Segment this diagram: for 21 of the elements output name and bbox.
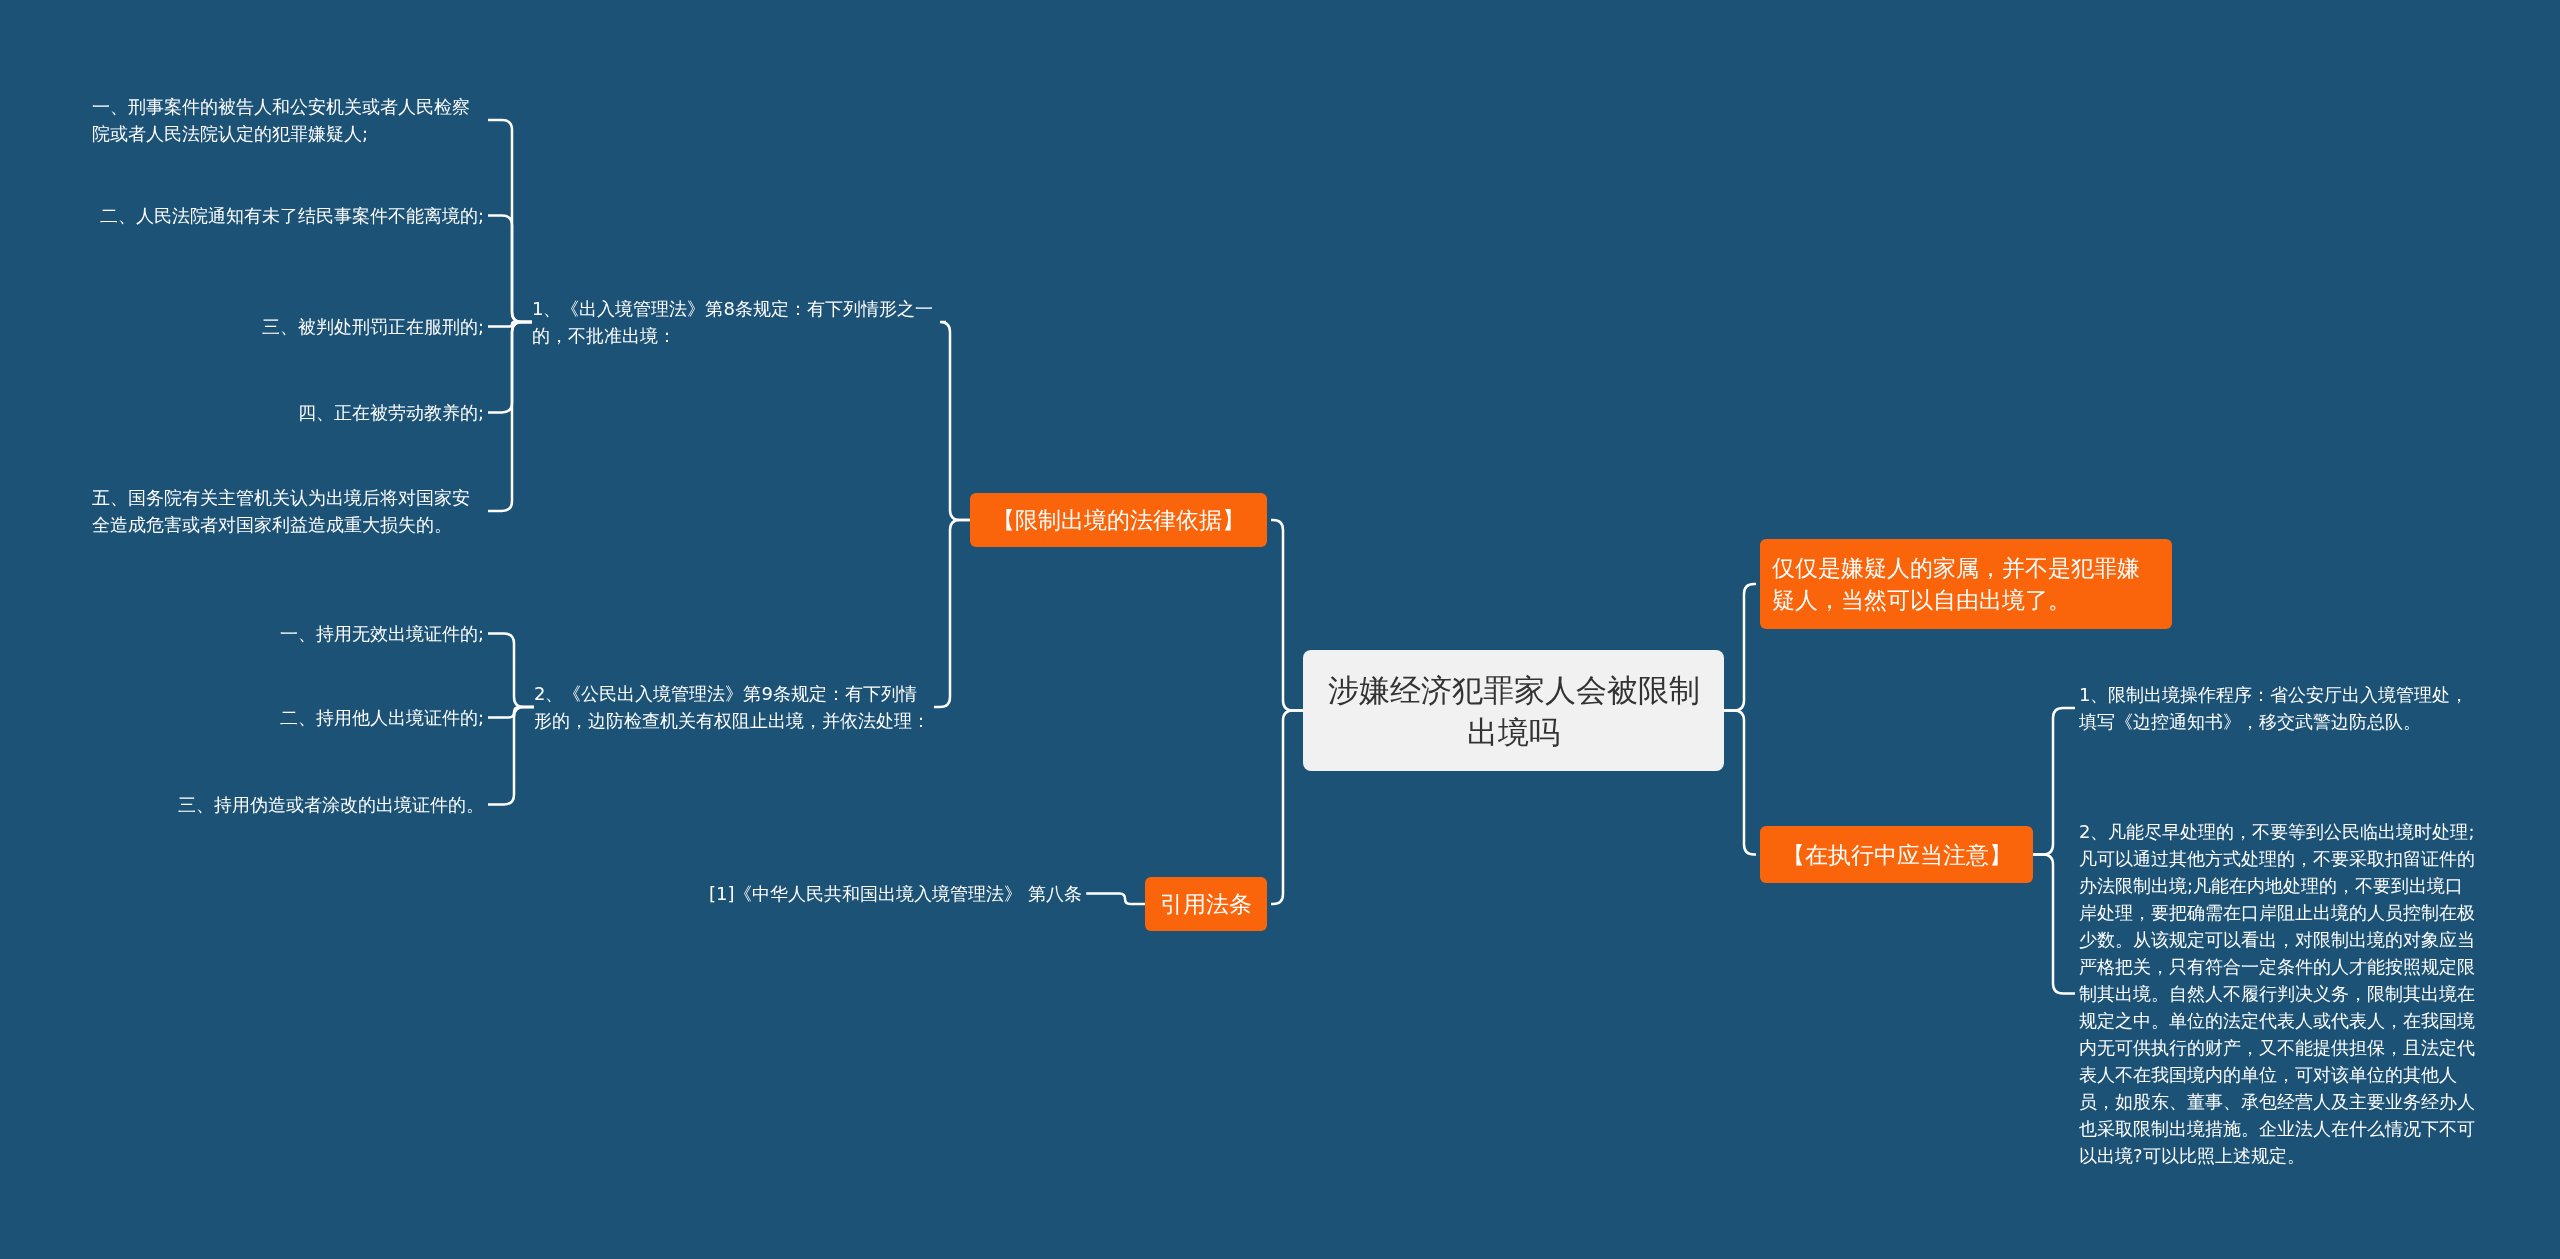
central-topic-box: 涉嫌经济犯罪家人会被限制出境吗 (1303, 650, 1724, 771)
topic-text: 三、持用伪造或者涂改的出境证件的。 (178, 791, 484, 818)
topic-text: 2、《公民出入境管理法》第9条规定：有下列情形的，边防检查机关有权阻止出境，并依法处理： (534, 680, 930, 734)
topic-text: 二、人民法院通知有未了结民事案件不能离境的; (99, 202, 484, 229)
topic-text: 三、被判处刑罚正在服刑的; (261, 313, 484, 340)
topic-text: [1]《中华人民共和国出境入境管理法》 第八条 (709, 880, 1083, 907)
connector-line (1271, 709, 1303, 906)
topic-text: 1、《出入境管理法》第8条规定：有下列情形之一的，不批准出境： (532, 295, 942, 349)
topic-text: 2、凡能尽早处理的，不要等到公民临出境时处理;凡可以通过其他方式处理的，不要采取扣留证件的办法限制出境;凡能在内地处理的，不要到出境口岸处理，要把确需在口岸阻止出境的人员控制在极少数。从该规定可以看出，对限制出境的对象应当严格把关，只有符合一定条件的人才能按照规定限制其出境。自然人不履行判决义务，限制其出境在规定之中。单位的法定代表人或代表人，在我国境内无可供执行的财产，又不能提供担保，且法定代表人不在我国境内的单位，可对该单位的其他人员，如股东、董事、承包经营人及主要业务经办人也采取限制出境措施。企业法人在什么情况下不可以出境?可以比照上述规定。 (2079, 818, 2479, 1169)
topic-box: 仅仅是嫌疑人的家属，并不是犯罪嫌疑人，当然可以自由出境了。 (1760, 539, 2172, 629)
topic-box: 【限制出境的法律依据】 (970, 493, 1267, 547)
topic-text: 一、持用无效出境证件的; (279, 620, 484, 647)
topic-box: 【在执行中应当注意】 (1760, 826, 2033, 883)
connector-line (1086, 892, 1145, 906)
topic-text: 五、国务院有关主管机关认为出境后将对国家安全造成危害或者对国家利益造成重大损失的。 (92, 484, 484, 538)
topic-text: 二、持用他人出境证件的; (279, 704, 484, 731)
topic-text: 四、正在被劳动教养的; (297, 399, 484, 426)
topic-text: 1、限制出境操作程序：省公安厅出入境管理处，填写《边控通知书》，移交武警边防总队。 (2079, 681, 2479, 735)
topic-box: 引用法条 (1145, 877, 1267, 931)
topic-text: 一、刑事案件的被告人和公安机关或者人民检察院或者人民法院认定的犯罪嫌疑人; (92, 93, 484, 147)
connector-line (1724, 709, 1756, 856)
